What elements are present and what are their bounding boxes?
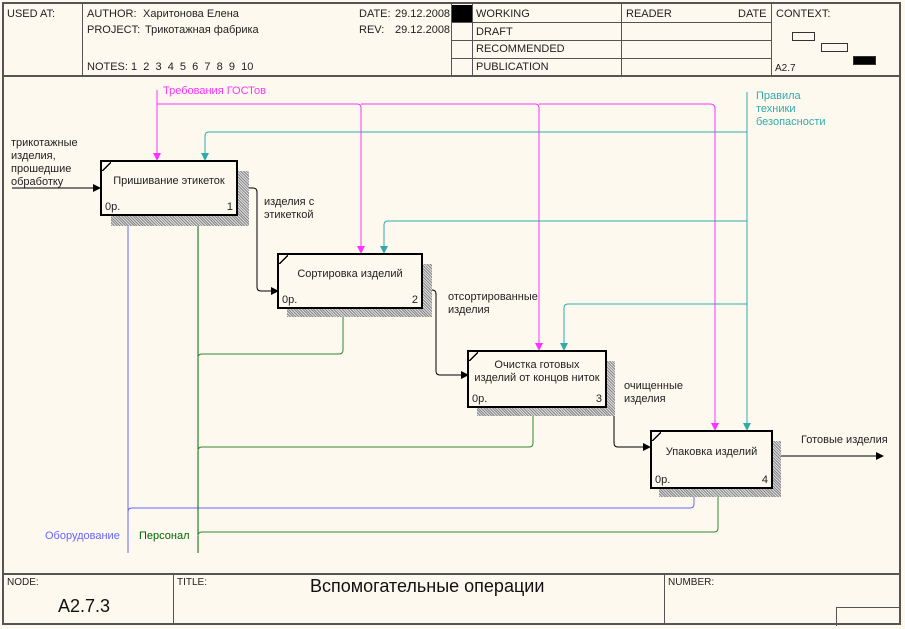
activity-number: 3	[595, 393, 602, 405]
label-mechanism-equipment: Оборудование	[45, 530, 120, 542]
arrow-mechanism-staff-branch	[197, 488, 722, 537]
context-current-box	[853, 56, 876, 65]
header-divider	[4, 75, 899, 77]
divider	[771, 4, 772, 75]
arrow-mechanism-staff-branch	[197, 406, 537, 452]
label-control-safety: Правила техники безопасности	[756, 90, 826, 128]
label-output-2: отсортированные изделия	[448, 291, 538, 316]
project-value: Трикотажная фабрика	[145, 24, 259, 36]
label-output-final: Готовые изделия	[801, 434, 888, 446]
activity-box-1[interactable]: Пришивание этикеток 0р. 1	[100, 160, 238, 216]
divider	[451, 22, 771, 23]
arrow-2-to-3	[422, 289, 469, 379]
context-sibling-box	[792, 32, 815, 41]
status-working-marker	[452, 5, 472, 22]
arrow-1-to-2	[237, 187, 279, 295]
activity-name: Очистка готовых изделий от концов ниток	[474, 359, 600, 384]
status-draft: DRAFT	[476, 26, 513, 38]
status-recommended: RECOMMENDED	[476, 43, 565, 55]
corner-mark	[102, 162, 111, 171]
arrow-control-safety-branch	[201, 131, 747, 161]
activity-number: 1	[226, 201, 233, 213]
status-publication: PUBLICATION	[476, 61, 549, 73]
arrow-control-safety-branch	[560, 303, 747, 351]
divider	[621, 4, 622, 75]
rev-value: 29.12.2008	[395, 24, 451, 36]
activity-name: Упаковка изделий	[665, 446, 758, 458]
activity-cost: 0р.	[655, 474, 671, 486]
author-value: Харитонова Елена	[143, 8, 239, 20]
notes-label: NOTES:	[87, 61, 128, 73]
number-subbox	[836, 607, 900, 626]
node-value: A2.7.3	[58, 596, 111, 616]
divider	[451, 4, 452, 75]
activity-name: Сортировка изделий	[297, 267, 403, 280]
corner-mark	[652, 432, 661, 441]
corner-mark	[279, 255, 288, 264]
reader-date-label: DATE	[738, 8, 767, 20]
node-label: NODE:	[7, 577, 39, 588]
reader-label: READER	[626, 8, 672, 20]
author-label: AUTHOR:	[87, 8, 137, 20]
label-output-3: очищенные изделия	[624, 380, 683, 405]
divider	[173, 573, 174, 625]
activity-cost: 0р.	[282, 294, 298, 306]
activity-box-4[interactable]: Упаковка изделий 0р. 4	[650, 430, 773, 489]
notes-value: 1 2 3 4 5 6 7 8 9 10	[131, 61, 254, 73]
arrow-mechanism-equipment-branch	[127, 488, 698, 513]
activity-box-3[interactable]: Очистка готовых изделий от концов ниток …	[467, 350, 607, 408]
context-node: A2.7	[775, 63, 796, 74]
arrow-control-gost-branch	[539, 103, 719, 431]
title-label: TITLE:	[177, 577, 208, 588]
rev-label: REV:	[359, 24, 385, 36]
context-label: CONTEXT:	[776, 8, 831, 20]
date-value: 29.12.2008	[395, 8, 451, 20]
used-at-label: USED AT:	[7, 8, 56, 20]
activity-cost: 0р.	[472, 393, 488, 405]
divider	[451, 40, 771, 41]
arrow-control-gost-branch	[157, 103, 365, 254]
diagram-title: Вспомогательные операции	[310, 576, 545, 596]
label-output-1: изделия с этикеткой	[264, 196, 315, 221]
arrow-control-gost-branch	[361, 103, 543, 351]
activity-number: 4	[761, 474, 768, 486]
number-label: NUMBER:	[668, 577, 715, 588]
status-working: WORKING	[476, 8, 530, 20]
activity-box-2[interactable]: Сортировка изделий 0р. 2	[277, 253, 423, 309]
divider	[451, 58, 771, 59]
label-mechanism-staff: Персонал	[139, 530, 190, 542]
divider	[472, 4, 473, 75]
activity-number: 2	[411, 294, 418, 306]
divider	[664, 573, 665, 625]
arrow-control-safety-branch	[380, 220, 747, 254]
label-control-gost: Требования ГОСТов	[163, 85, 266, 97]
context-sibling-box	[821, 43, 848, 52]
activity-cost: 0р.	[105, 201, 121, 213]
date-label: DATE:	[359, 8, 391, 20]
corner-mark	[469, 352, 478, 361]
divider	[82, 4, 83, 75]
activity-name: Пришивание этикеток	[113, 174, 225, 187]
project-label: PROJECT:	[87, 24, 141, 36]
footer-divider	[4, 573, 899, 575]
label-input: трикотажные изделия, прошедшие обработку	[11, 137, 78, 188]
arrow-mechanism-staff-branch	[197, 308, 347, 359]
